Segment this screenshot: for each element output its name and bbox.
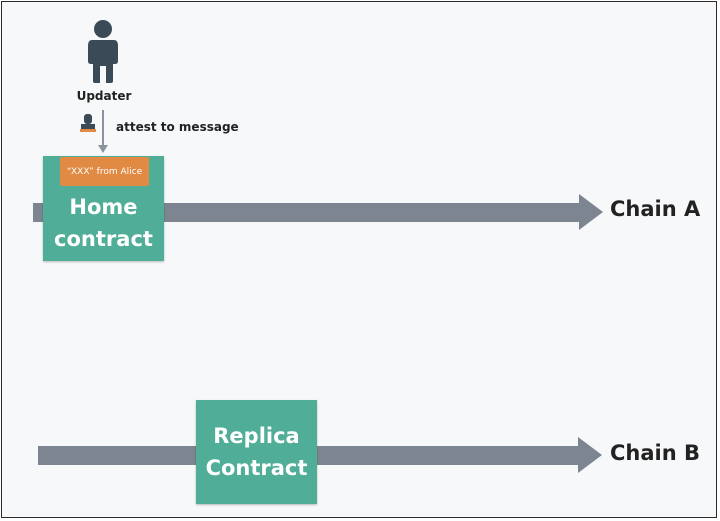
updater-label: Updater (76, 89, 132, 103)
home-contract-label: Home contract (54, 194, 153, 251)
person-icon (88, 20, 118, 83)
stamp-icon (80, 114, 96, 132)
replica-contract-label: Replica Contract (205, 424, 308, 480)
chain-a-label: Chain A (610, 197, 701, 221)
message-card: “XXX” from Alice (60, 157, 149, 186)
replica-contract-box: Replica Contract (196, 400, 317, 504)
chain-b-arrow (38, 437, 602, 473)
chain-a-arrow (33, 194, 603, 230)
attest-label: attest to message (116, 120, 239, 134)
attest-arrow (98, 110, 108, 153)
chain-b-label: Chain B (610, 441, 700, 465)
